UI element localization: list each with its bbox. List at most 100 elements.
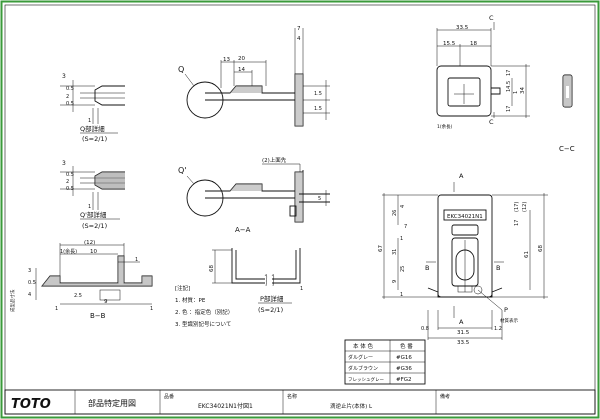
main-dim-68: 68 bbox=[538, 245, 544, 252]
p-detail-scale: (S=2/1) bbox=[258, 306, 283, 314]
p-dim-68: 68 bbox=[209, 265, 215, 272]
color-row-1-code: #G16 bbox=[396, 355, 412, 361]
q2-dim-1: 1 bbox=[88, 204, 91, 210]
q2-detail-scale: (S=2/1) bbox=[82, 222, 107, 230]
color-row-2-name: ダルブラウン bbox=[348, 365, 378, 372]
sa-note: (2)上面先 bbox=[262, 156, 287, 164]
q-dim-2: 2 bbox=[66, 94, 69, 100]
sb-dim-10: 10 bbox=[90, 249, 97, 255]
sa-dim-13: 13 bbox=[223, 57, 230, 63]
part-no: EKC34021N1付図1 bbox=[198, 402, 253, 410]
label-q2: Q' bbox=[178, 166, 187, 175]
sb-dim-1a: 1 bbox=[55, 306, 58, 312]
section-a-view: Q 13 20 14 7 4 1.5 1.5 bbox=[178, 26, 330, 127]
q2-dim-05a: 0.5 bbox=[66, 172, 74, 178]
sa-dim-20: 20 bbox=[238, 56, 245, 62]
sa-dim-7: 7 bbox=[297, 26, 301, 32]
q2-dim-2: 2 bbox=[66, 179, 69, 185]
fv-dim-34: 34 bbox=[520, 87, 526, 94]
fv-label-c-top: C bbox=[489, 14, 494, 22]
q-dim-05a: 0.5 bbox=[66, 86, 74, 92]
color-row-1-name: ダルグレー bbox=[348, 354, 373, 361]
q-dim-05b: 0.5 bbox=[66, 101, 74, 107]
fv-label-c-bottom: C bbox=[489, 118, 494, 126]
main-dim-17p: (17) bbox=[514, 202, 520, 212]
main-dim-26: 26 bbox=[392, 210, 398, 216]
main-label-b-left: B bbox=[425, 264, 429, 272]
q-detail-view: 3 0.5 2 0.5 1 Q部詳細 (S=2/1) bbox=[60, 73, 125, 143]
sb-dim-4: 4 bbox=[28, 292, 31, 298]
front-view: 33.5 15.5 18 C C 14.5 1 34 17 17 1(余長) bbox=[436, 14, 530, 130]
sb-dim-3: 3 bbox=[28, 268, 31, 274]
q-detail-scale: (S=2/1) bbox=[82, 135, 107, 143]
sa-dim-4: 4 bbox=[297, 36, 301, 42]
color-row-3-name: フレッシュグレー bbox=[348, 376, 384, 383]
sa-dim-5: 5 bbox=[318, 196, 321, 202]
sb-dim-1: 1 bbox=[135, 257, 138, 263]
sb-dim-1-extra: 1(余長) bbox=[60, 248, 77, 255]
p-detail-title: P部詳細 bbox=[260, 294, 284, 303]
color-table-header-code: 色 番 bbox=[400, 342, 413, 350]
fv-dim-1-extra: 1(余長) bbox=[437, 123, 453, 130]
main-dim-67: 67 bbox=[378, 245, 384, 252]
main-label-a-top: A bbox=[459, 172, 464, 180]
main-dim-08: 0.8 bbox=[421, 326, 429, 332]
main-label-p: P bbox=[504, 306, 508, 314]
main-dim-4: 4 bbox=[400, 205, 406, 208]
q2-dim-05b: 0.5 bbox=[66, 186, 74, 192]
sa-dim-15a: 1.5 bbox=[314, 91, 322, 97]
main-label-a-bottom: A bbox=[459, 318, 464, 326]
section-a-lower-view: Q' (2)上面先 5 A−A bbox=[178, 156, 330, 234]
q-detail-title: Q部詳細 bbox=[80, 124, 105, 133]
note-3: 3. 型識別記号について bbox=[175, 320, 231, 328]
fv-dim-335: 33.5 bbox=[456, 25, 469, 31]
part-name: 滴逆止片(本体) L bbox=[330, 402, 373, 410]
main-inscription: EKC34021N1 bbox=[447, 214, 483, 220]
fv-dim-145: 14.5 bbox=[506, 81, 512, 92]
q-dim-3: 3 bbox=[62, 73, 66, 80]
main-dim-1a: 1 bbox=[400, 236, 403, 242]
title-block: TOTO 部品特定用図 品番 EKC34021N1付図1 名称 滴逆止片(本体)… bbox=[4, 389, 596, 415]
main-view: EKC34021N1 A A B B P 材質表示 67 26 4 31 25 … bbox=[378, 172, 548, 346]
sb-dim-12: (12) bbox=[84, 240, 95, 246]
part-no-label: 品番 bbox=[164, 393, 174, 400]
p-dim-1: 1 bbox=[300, 286, 303, 292]
notes-header: [注記] bbox=[175, 284, 190, 292]
color-table-header-name: 本 体 色 bbox=[353, 342, 373, 350]
main-dim-1b: 1 bbox=[400, 292, 403, 298]
q2-dim-3: 3 bbox=[62, 160, 66, 167]
sb-dim-9: 9 bbox=[104, 299, 108, 305]
sb-dim-25: 2.5 bbox=[74, 293, 82, 299]
remarks-label: 備考 bbox=[440, 393, 450, 400]
section-a-title: A−A bbox=[235, 226, 251, 234]
sb-side-label: 成型品寸法 bbox=[9, 289, 16, 312]
color-row-3-code: #FG2 bbox=[396, 377, 412, 383]
sb-dim-05: 0.5 bbox=[28, 280, 36, 286]
main-dim-25: 25 bbox=[400, 266, 406, 272]
note-1: 1. 材質：PE bbox=[175, 296, 206, 304]
main-dim-61: 61 bbox=[524, 251, 530, 258]
color-table: 本 体 色 色 番 ダルグレー #G16 ダルブラウン #G36 フレッシュグレ… bbox=[344, 339, 426, 385]
q-dim-1: 1 bbox=[88, 118, 91, 124]
notes-block: [注記] 1. 材質：PE 2. 色 ：指定色（別記） 3. 型識別記号について bbox=[175, 284, 233, 328]
section-b-title: B−B bbox=[90, 312, 106, 320]
color-row-2-code: #G36 bbox=[396, 366, 412, 372]
name-label: 名称 bbox=[287, 393, 297, 400]
sb-dim-1b: 1 bbox=[150, 306, 153, 312]
p-detail-view: 68 1 P部詳細 (S=2/1) bbox=[209, 248, 303, 314]
section-b-view: (12) 1(余長) 10 1 3 0.5 4 2.5 9 1 1 B−B 成型… bbox=[9, 240, 153, 320]
q2-detail-view: 3 0.5 2 0.5 1 Q'部詳細 (S=2/1) bbox=[60, 160, 125, 230]
note-2: 2. 色 ：指定色（別記） bbox=[175, 308, 233, 316]
main-p-note: 材質表示 bbox=[500, 317, 518, 324]
sa-dim-15b: 1.5 bbox=[314, 106, 322, 112]
label-q: Q bbox=[178, 65, 184, 74]
main-dim-335: 33.5 bbox=[457, 340, 470, 346]
main-dim-31: 31 bbox=[392, 249, 398, 255]
fv-dim-1: 1 bbox=[513, 91, 519, 94]
sa-dim-14: 14 bbox=[238, 67, 245, 73]
main-dim-12p: (12) bbox=[522, 202, 528, 212]
drawing-type: 部品特定用図 bbox=[88, 398, 136, 408]
